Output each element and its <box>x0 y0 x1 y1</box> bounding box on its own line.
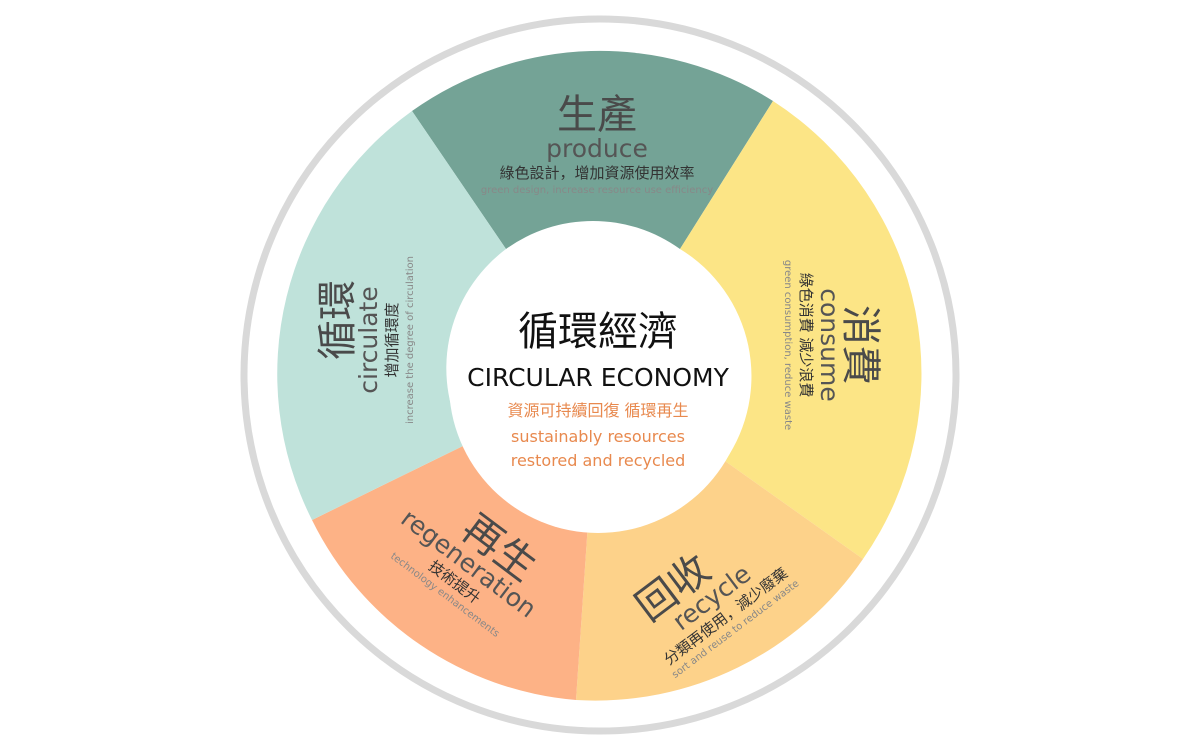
circulate-title-cjk: 循環 <box>315 280 361 360</box>
segment-circulate[interactable] <box>277 111 506 520</box>
circulate-desc-en: increase the degree of circulation <box>405 256 416 424</box>
center-title-cjk: 循環經濟 <box>518 309 678 355</box>
consume-desc-cjk: 綠色消費 減少浪費 <box>797 273 815 398</box>
consume-title-cjk: 消費 <box>837 305 883 385</box>
produce-labels: 生產 produce 綠色設計，增加資源使用效率 green design, i… <box>481 92 713 196</box>
circulate-title-en: circulate <box>354 286 383 393</box>
segment-produce[interactable] <box>412 50 773 250</box>
produce-desc-en: green design, increase resource use effi… <box>481 185 713 196</box>
outer-ring <box>240 15 960 735</box>
center-subtitle-cjk: 資源可持續回復 循環再生 <box>507 401 688 420</box>
consume-labels: 消費 consume 綠色消費 減少浪費 green consumption, … <box>782 260 883 430</box>
produce-desc-cjk: 綠色設計，增加資源使用效率 <box>499 164 694 182</box>
center-title-en: CIRCULAR ECONOMY <box>467 363 730 392</box>
segment-consume[interactable] <box>680 101 922 559</box>
produce-title-en: produce <box>546 134 648 163</box>
center-subtitle-en-line2: restored and recycled <box>511 451 686 470</box>
consume-title-en: consume <box>815 288 844 402</box>
circulate-desc-cjk: 增加循環度 <box>383 302 401 377</box>
center-subtitle-en-line1: sustainably resources <box>511 427 685 446</box>
produce-title-cjk: 生產 <box>557 92 637 138</box>
circulate-labels: 循環 circulate 增加循環度 increase the degree o… <box>315 256 416 424</box>
center-circle <box>449 235 747 533</box>
consume-desc-en: green consumption, reduce waste <box>782 260 793 430</box>
